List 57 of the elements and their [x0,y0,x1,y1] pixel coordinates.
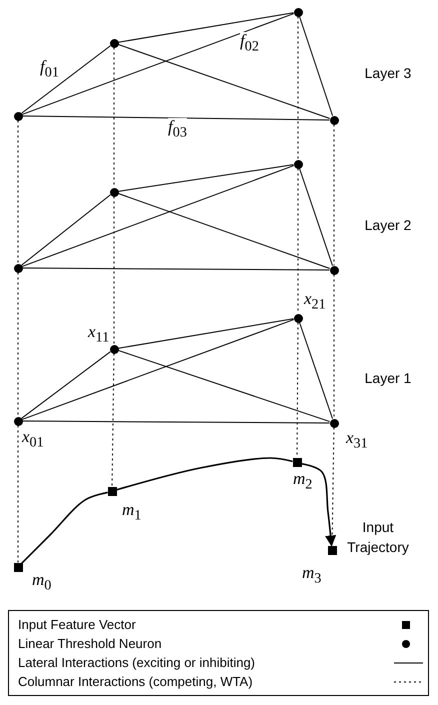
lateral-connector [21,45,111,114]
node-label: x$_{11}$ [88,323,110,345]
neuron-dot [294,314,302,322]
lateral-connector [22,13,294,115]
lateral-connector [298,322,334,420]
layer-label: Input Trajectory [346,518,410,557]
neuron-dot [330,418,338,428]
node-label: m$_{2}$ [293,470,312,492]
neuron-dot [294,160,302,168]
node-label: m$_{0}$ [32,571,52,593]
lateral-connector [118,318,294,349]
lateral-connector [22,319,294,420]
feature-square [108,486,116,496]
lateral-connector [21,194,111,266]
edge-label: f$_{02}$ [240,32,259,54]
node-label: x$_{01}$ [22,428,44,450]
lateral-connector [118,193,330,269]
lateral-connector [118,164,294,192]
layer-label: Layer 1 [364,369,412,388]
node-label: x$_{31}$ [346,429,368,451]
neuron-dot [110,38,118,48]
legend-text: Input Feature Vector [18,617,136,632]
neuron-dot [14,112,22,120]
trajectory-arrow [301,462,336,547]
lateral-connector [20,492,108,564]
edge-label: f$_{01}$ [40,58,59,80]
legend-text: Lateral Interactions (exciting or inhibiting) [18,655,256,670]
node-label: m$_{3}$ [302,564,322,586]
lateral-connector [22,116,330,120]
columnar-connector [112,353,114,487]
lateral-connector [298,16,334,116]
lateral-connector [116,457,293,491]
neuron-dot [330,116,338,124]
layer-label: Layer 2 [364,216,412,235]
feature-square [292,458,302,466]
feature-square [14,562,22,572]
node-label: m$_{1}$ [122,501,142,523]
neuron-dot [110,188,118,196]
lateral-connector [22,268,330,270]
lateral-connector [298,168,334,266]
lateral-connector [21,351,111,419]
lateral-connector [118,350,330,422]
lateral-connector [22,165,294,267]
feature-square [328,546,336,554]
neuron-dot [330,266,338,274]
neuron-dot [294,8,302,16]
neuron-dot [14,416,22,426]
layer-label: Layer 3 [364,64,412,83]
lateral-connector [118,12,294,43]
legend-text: Linear Threshold Neuron [18,636,162,651]
node-label: x$_{21}$ [304,290,326,312]
lateral-connector [118,44,330,120]
neuron-dot [14,264,22,272]
lateral-connector [22,420,330,424]
edge-label: f$_{03}$ [168,118,187,140]
neuron-dot [110,344,118,354]
legend-text: Columnar Interactions (competing, WTA) [18,674,253,689]
